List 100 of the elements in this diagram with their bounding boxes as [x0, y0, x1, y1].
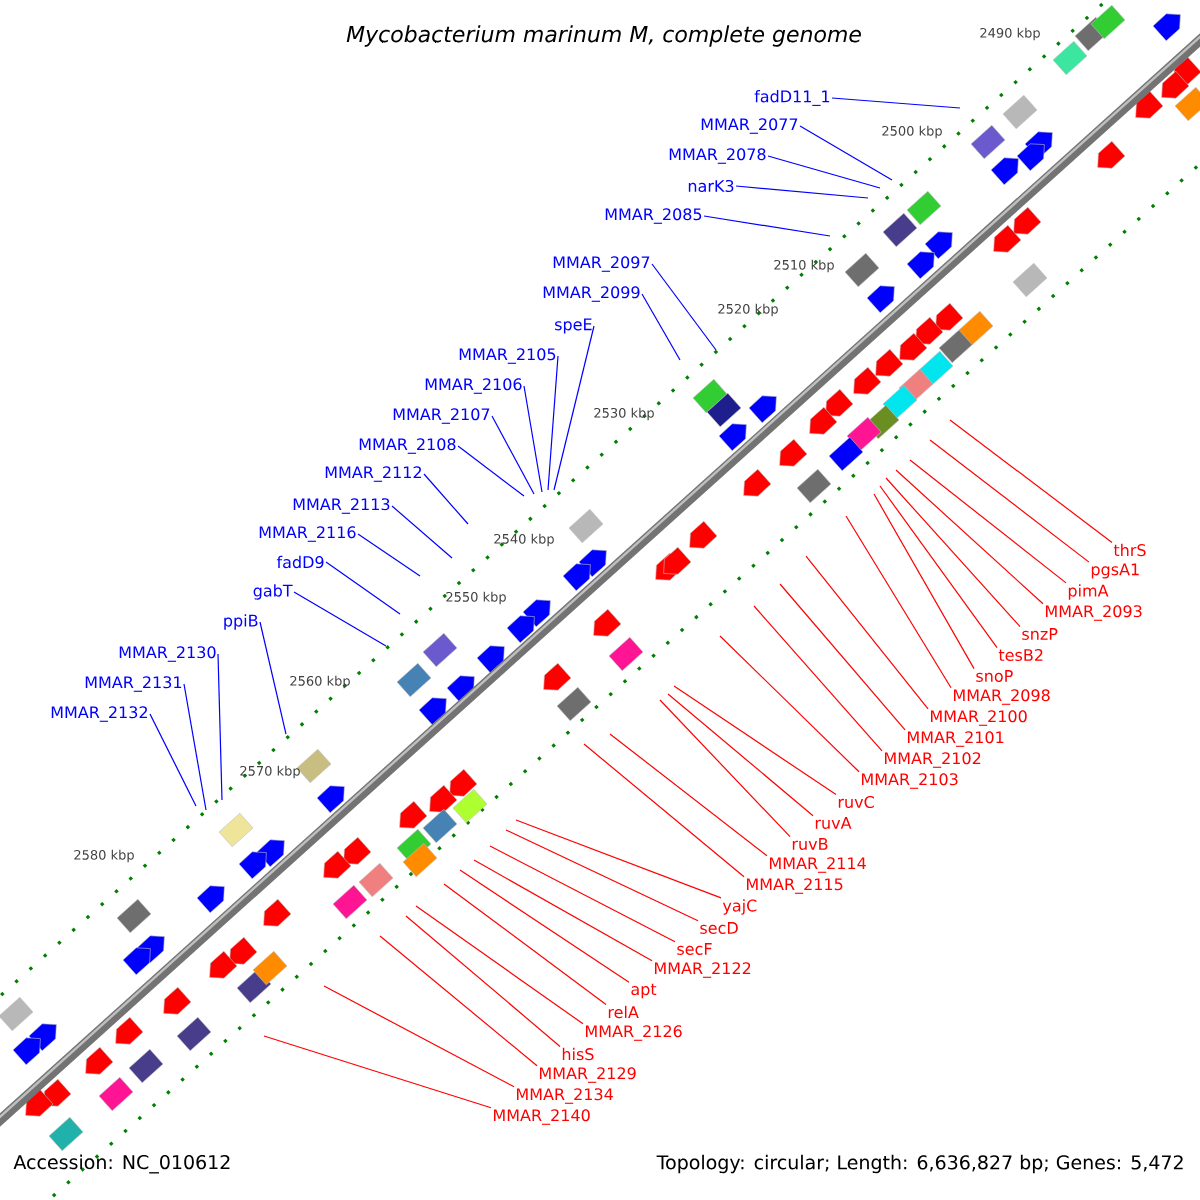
gene-label: MMAR_2097 [553, 256, 650, 272]
gene-label: MMAR_2102 [885, 752, 981, 768]
leader-line [641, 293, 681, 361]
leader-line [459, 869, 630, 983]
leader-line [719, 635, 860, 773]
gene-label: thrS [1113, 543, 1146, 557]
leader-line [379, 935, 538, 1067]
gene-label: pgsA1 [1091, 563, 1139, 579]
leader-line [673, 685, 837, 796]
gene-label: ruvA [815, 817, 852, 829]
gene-label: MMAR_2103 [862, 773, 958, 789]
leader-line [293, 591, 387, 647]
gene-label: MMAR_2093 [1046, 605, 1142, 621]
leader-line [909, 459, 1067, 584]
leader-line [491, 415, 535, 495]
gene-label: fadD11_1 [754, 90, 830, 106]
footer-text: Topology: circular; Length: 6,636,827 bp; Genes: 5,472 [656, 1154, 1183, 1174]
leader-line [583, 743, 745, 878]
leader-line [457, 445, 525, 497]
leader-line [703, 215, 831, 237]
gene-label: MMAR_2107 [393, 408, 490, 424]
gene-label: MMAR_2131 [85, 676, 182, 692]
gene-label: MMAR_2130 [119, 646, 216, 662]
leader-line [523, 385, 543, 493]
gene-label: MMAR_2113 [293, 498, 390, 514]
leader-line [831, 97, 961, 109]
leader-line [879, 485, 998, 649]
gene-label: MMAR_2078 [669, 148, 766, 164]
leader-line [259, 621, 287, 735]
gene-label: MMAR_2129 [539, 1067, 636, 1083]
leader-line [489, 845, 676, 943]
gene-label: MMAR_2134 [516, 1088, 613, 1104]
leader-line [929, 439, 1090, 563]
leader-line [667, 693, 814, 817]
gene-label: ruvC [838, 795, 874, 809]
gene-label: fadD9 [276, 555, 324, 569]
gene-label: MMAR_2112 [325, 466, 421, 482]
gene-label: MMAR_2098 [954, 689, 1050, 705]
gene-label: MMAR_2105 [459, 348, 556, 364]
title: Mycobacterium marinum M, complete genome [346, 25, 861, 47]
leader-line [735, 185, 869, 199]
gene-label: MMAR_2101 [908, 731, 1004, 747]
gene-label: secF [677, 943, 712, 955]
leader-line [515, 819, 722, 899]
leader-line [547, 355, 559, 491]
gene-label: speE [555, 318, 592, 334]
gene-label: MMAR_2122 [655, 962, 751, 978]
leader-line [753, 605, 883, 752]
leader-line [263, 1035, 492, 1109]
leader-line [183, 683, 207, 811]
gene-label: MMAR_2106 [425, 378, 522, 394]
gene-label: ruvB [792, 838, 828, 850]
leader-line [553, 325, 595, 491]
leader-line [505, 829, 699, 922]
leader-line [423, 473, 469, 525]
gene-label: apt [631, 983, 657, 999]
leader-line [895, 469, 1044, 605]
gene-label: snoP [976, 670, 1013, 682]
leader-line [149, 713, 197, 807]
leader-line [443, 883, 607, 1005]
gene-label: gabT [253, 584, 293, 600]
gene-label: ppiB [224, 614, 258, 630]
gene-label: MMAR_2114 [770, 857, 866, 873]
gene-label: tesB2 [998, 648, 1043, 662]
leader-line [415, 905, 584, 1025]
gene-label: pimA [1068, 584, 1109, 600]
leader-line [845, 515, 952, 689]
gene-label: yajC [722, 899, 757, 915]
leader-line [873, 493, 975, 670]
leader-line [799, 125, 893, 181]
leader-line [473, 859, 653, 962]
gene-label: secD [700, 922, 738, 934]
leader-line [357, 533, 421, 577]
gene-label: MMAR_2085 [605, 208, 702, 224]
gene-label: MMAR_2100 [931, 710, 1027, 726]
gene-label: MMAR_2077 [701, 118, 798, 134]
footer-text: Accession: NC_010612 [13, 1154, 230, 1174]
leader-line [659, 699, 791, 838]
leader-line [805, 555, 929, 710]
gene-label: relA [608, 1005, 639, 1019]
gene-label: MMAR_2140 [493, 1109, 590, 1125]
leader-line [325, 561, 401, 615]
leader-line [651, 263, 717, 351]
gene-label: MMAR_2126 [585, 1025, 682, 1041]
gene-label: MMAR_2115 [747, 878, 843, 894]
gene-label: narK3 [688, 179, 734, 193]
gene-label: MMAR_2099 [543, 286, 640, 302]
leader-line [949, 419, 1113, 543]
leader-line [323, 985, 515, 1088]
leader-line [405, 915, 561, 1047]
gene-label: snzP [1022, 628, 1058, 640]
leader-line [217, 653, 223, 801]
gene-label: MMAR_2132 [51, 706, 147, 722]
leader-line [391, 505, 453, 559]
leader-line [779, 583, 906, 731]
gene-label: hisS [562, 1047, 594, 1061]
leader-line [609, 733, 768, 857]
gene-label: MMAR_2116 [259, 526, 356, 542]
gene-label: MMAR_2108 [359, 438, 456, 454]
leader-line [767, 155, 881, 189]
